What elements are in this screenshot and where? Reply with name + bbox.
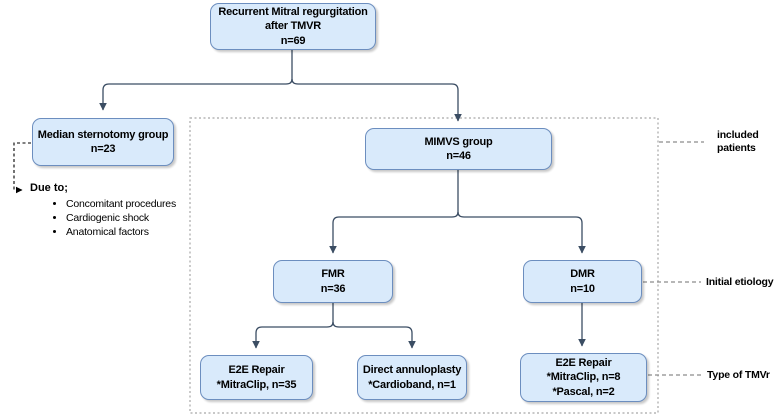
node-line: n=36 [320,282,346,295]
node-line: DMR [570,268,595,281]
node-line: after TMVR [264,20,322,33]
node-line: Median sternotomy group [37,128,169,141]
node-line: FMR [321,268,345,281]
node-mimvs-group: MIMVS group n=46 [365,128,552,170]
connector-root-to-sternotomy [99,78,293,111]
node-line: n=10 [570,282,595,295]
connector-fmr-to-e2e [252,321,334,349]
node-direct-annuloplasty: Direct annuloplasty *Cardioband, n=1 [357,355,467,400]
label-type-of-tmvr: Type of TMVr [707,369,770,381]
node-e2e-repair-fmr: E2E Repair *MitraClip, n=35 [200,355,313,400]
label-included-patients: included patients [717,129,759,154]
connector-mimvs-to-fmr [329,211,459,254]
node-line: *MitraClip, n=35 [216,378,297,391]
node-line: MIMVS group [424,135,493,148]
node-line: Direct annuloplasty [362,364,462,377]
due-to-bullet: Cardiogenic shock [66,212,176,226]
connector-fmr-to-annuloplasty [332,321,416,349]
node-line: n=69 [280,34,306,47]
node-e2e-repair-dmr: E2E Repair *MitraClip, n=8 *Pascal, n=2 [520,353,647,402]
due-to-bullet: Anatomical factors [66,226,176,240]
label-initial-etiology: Initial etiology [706,276,774,288]
node-fmr: FMR n=36 [273,260,393,303]
node-recurrent-mr: Recurrent Mitral regurgitation after TMV… [210,3,376,50]
included-patients-region [189,117,659,414]
node-line: *Cardioband, n=1 [368,378,456,391]
node-line: n=23 [90,143,116,155]
node-median-sternotomy: Median sternotomy group n=23 [32,118,174,166]
due-to-bullet: Concomitant procedures [66,198,176,212]
node-line: n=46 [446,150,471,162]
connector-sternotomy-to-dueto [13,142,31,194]
connector-root-to-mimvs [291,78,462,122]
node-line: E2E Repair [228,364,285,377]
node-line: E2E Repair [555,357,612,370]
tree-connectors [99,49,586,349]
node-dmr: DMR n=10 [523,260,642,303]
due-to-bullet-list: Concomitant procedures Cardiogenic shock… [52,198,176,240]
connector-mimvs-to-dmr [457,211,586,254]
node-line: *MitraClip, n=8 [546,371,621,384]
node-line: *Pascal, n=2 [552,385,615,398]
node-line: Recurrent Mitral regurgitation [218,6,368,19]
due-to-label: Due to; [30,182,68,194]
